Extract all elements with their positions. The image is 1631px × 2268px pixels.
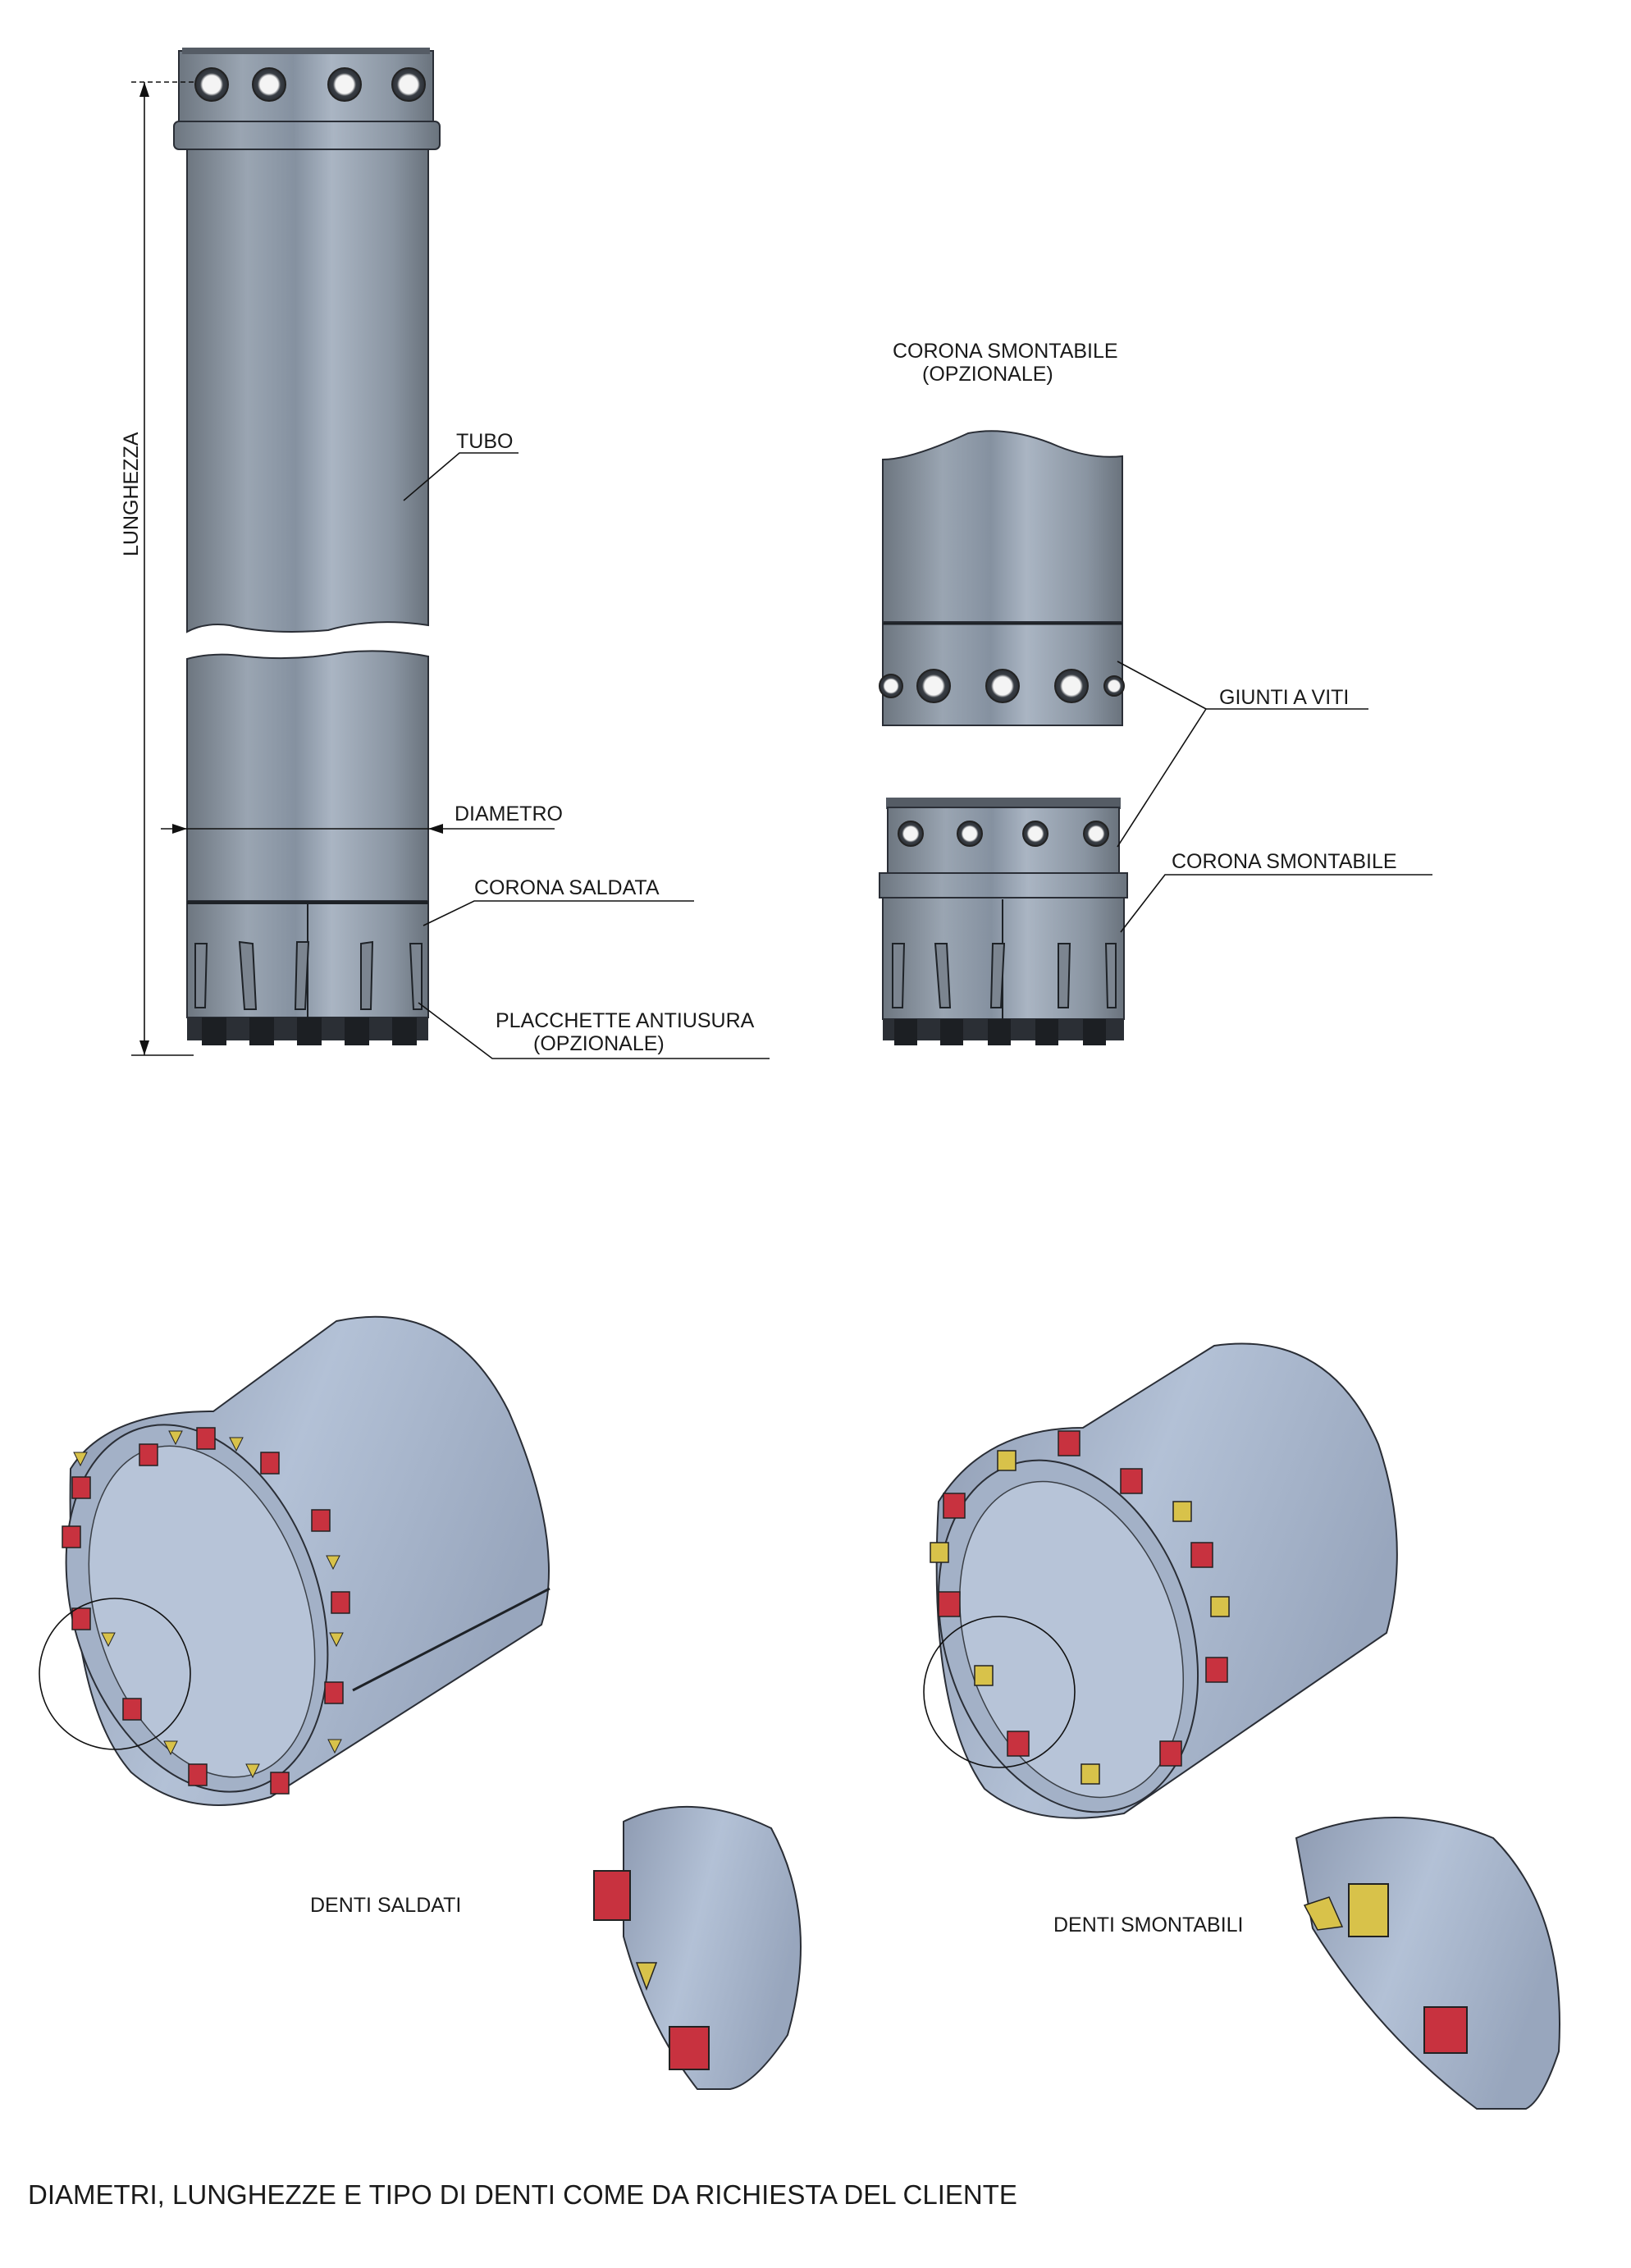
label-corona-smontabile-opz-2: (OPZIONALE): [922, 363, 1053, 386]
label-corona-saldata: CORONA SALDATA: [474, 876, 660, 899]
joint-holes-lower: [898, 821, 1109, 847]
removable-teeth-front: [883, 1019, 1124, 1045]
label-giunti-a-viti: GIUNTI A VITI: [1219, 686, 1349, 709]
label-denti-smontabili: DENTI SMONTABILI: [1053, 1914, 1244, 1936]
detail-welded-teeth: [593, 1805, 802, 2090]
removable-teeth-ring: [930, 1430, 1230, 1785]
wear-plates-right: [892, 943, 1117, 1008]
casing-crown-removable: [879, 798, 1128, 1045]
wear-plates: [194, 940, 423, 1010]
welded-teeth-ring: [62, 1427, 350, 1795]
iso-crown-removable: [923, 1342, 1398, 1819]
diameter-dimension: [161, 824, 555, 834]
welded-teeth-front: [187, 1017, 428, 1045]
detail-circle-welded: [39, 1598, 191, 1750]
leader-placchette: [418, 1002, 770, 1059]
detail-removable-teeth: [1295, 1817, 1560, 2110]
joint-holes-upper: [879, 669, 1125, 703]
label-placchette-2: (OPZIONALE): [533, 1032, 665, 1055]
label-tubo: TUBO: [456, 430, 513, 453]
leader-corona-smontabile: [1120, 874, 1432, 933]
detail-circle-removable: [923, 1616, 1076, 1768]
leader-corona-saldata: [423, 900, 694, 926]
label-placchette-1: PLACCHETTE ANTIUSURA: [496, 1009, 755, 1032]
casing-tube-welded: [173, 48, 441, 1045]
footer-note: DIAMETRI, LUNGHEZZE E TIPO DI DENTI COME…: [28, 2179, 1017, 2210]
label-denti-saldati: DENTI SALDATI: [310, 1894, 461, 1917]
label-diametro: DIAMETRO: [455, 802, 563, 825]
iso-crown-welded: [39, 1315, 551, 1806]
casing-upper-removable: [879, 430, 1125, 726]
leader-giunti-upper: [1117, 661, 1207, 710]
label-lunghezza: LUNGHEZZA: [120, 432, 143, 556]
length-dimension: [131, 81, 194, 1056]
leader-giunti-lower: [1117, 708, 1368, 848]
leader-tubo: [403, 452, 519, 501]
collar-holes: [194, 67, 426, 102]
label-corona-smontabile-opz-1: CORONA SMONTABILE: [893, 340, 1118, 363]
label-corona-smontabile: CORONA SMONTABILE: [1172, 850, 1397, 873]
